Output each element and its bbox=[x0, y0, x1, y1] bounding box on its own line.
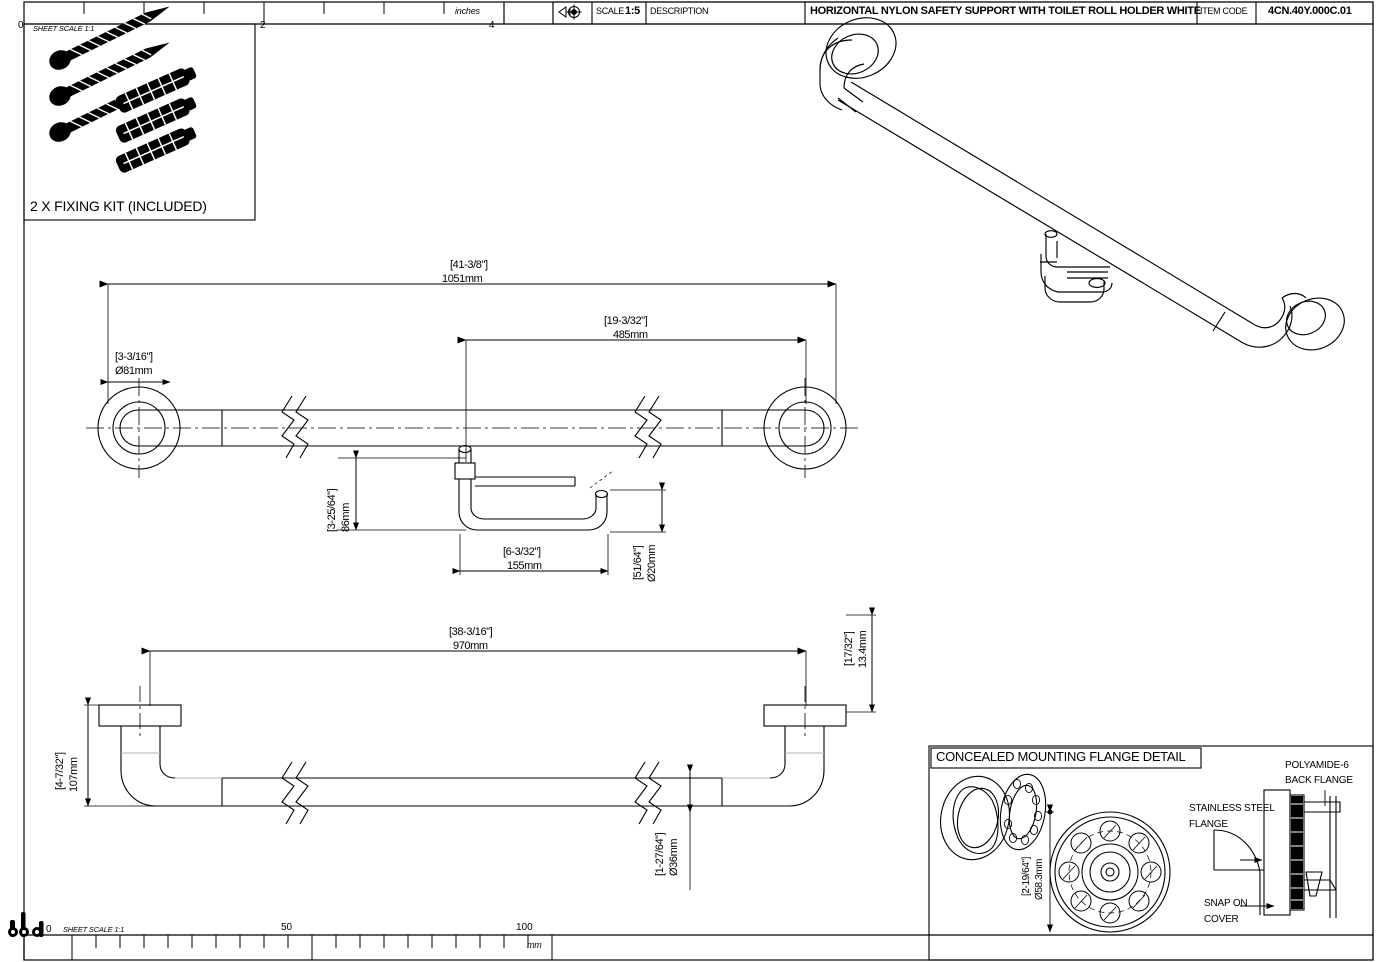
bottom-ruler-graphics bbox=[23, 934, 1373, 960]
item-code-label: ITEM CODE bbox=[1200, 6, 1248, 16]
dim-centre-to-centre-metric: 970mm bbox=[453, 640, 488, 652]
dim-holder-width-metric: 155mm bbox=[507, 560, 542, 572]
dim-tube-diameter-imperial: [1-27/64"] bbox=[654, 832, 666, 876]
isometric-view-graphics bbox=[819, 17, 1345, 351]
callout-stainless-line1: STAINLESS STEEL bbox=[1189, 803, 1275, 814]
item-code-value: 4CN.40Y.000C.01 bbox=[1268, 5, 1352, 17]
dim-overall-length-metric: 1051mm bbox=[442, 273, 483, 285]
dim-projection-metric: 107mm bbox=[68, 757, 80, 792]
top-ruler-unit: inches bbox=[455, 6, 480, 16]
callout-polyamide-line2: BACK FLANGE bbox=[1285, 775, 1353, 786]
dim-back-flange-diameter-imperial: [2-19/64"] bbox=[1021, 856, 1032, 896]
dim-holder-tube-diameter-imperial: [51/64"] bbox=[632, 545, 644, 580]
bottom-ruler-tick-100: 100 bbox=[516, 922, 533, 933]
dim-centre-to-centre-imperial: [38-3/16"] bbox=[449, 626, 493, 638]
dim-flange-thickness-metric: 13.4mm bbox=[857, 630, 869, 668]
callout-stainless-line2: FLANGE bbox=[1189, 819, 1228, 830]
callout-snap-on-line1: SNAP ON bbox=[1204, 898, 1248, 909]
front-view-graphics bbox=[84, 607, 876, 890]
dim-holder-drop-metric: 86mm bbox=[340, 503, 352, 532]
dim-back-flange-diameter-metric: Ø58.3mm bbox=[1034, 858, 1045, 900]
scale-label: SCALE bbox=[596, 6, 625, 16]
bottom-ruler-unit: mm bbox=[527, 940, 542, 950]
dim-holder-tube-diameter-metric: Ø20mm bbox=[646, 544, 658, 582]
fixing-kit-caption: 2 X FIXING KIT (INCLUDED) bbox=[30, 198, 207, 214]
top-ruler-tick-0: 0 bbox=[18, 20, 24, 31]
description-value: HORIZONTAL NYLON SAFETY SUPPORT WITH TOI… bbox=[810, 5, 1201, 17]
top-ruler-tick-4: 4 bbox=[489, 20, 495, 31]
fixing-kit-box-graphics bbox=[23, 6, 256, 221]
dim-holder-width-imperial: [6-3/32"] bbox=[503, 546, 541, 558]
dim-holder-offset-imperial: [19-3/32"] bbox=[604, 315, 648, 327]
dim-flange-diameter-metric: Ø81mm bbox=[115, 365, 153, 377]
flange-detail-title: CONCEALED MOUNTING FLANGE DETAIL bbox=[936, 749, 1186, 764]
description-label: DESCRIPTION bbox=[650, 6, 709, 16]
top-ruler-tick-2: 2 bbox=[260, 20, 266, 31]
plan-view-graphics bbox=[86, 280, 858, 575]
bottom-ruler-tick-0: 0 bbox=[46, 924, 52, 935]
scale-value: 1:5 bbox=[625, 5, 640, 17]
dim-overall-length-imperial: [41-3/8"] bbox=[450, 259, 488, 271]
dim-flange-thickness-imperial: [17/32"] bbox=[843, 631, 855, 666]
dim-holder-offset-metric: 485mm bbox=[613, 329, 648, 341]
callout-snap-on-line2: COVER bbox=[1204, 914, 1239, 925]
bottom-ruler-tick-50: 50 bbox=[281, 922, 293, 933]
callout-polyamide-line1: POLYAMIDE-6 bbox=[1285, 760, 1349, 771]
title-block-graphics bbox=[552, 1, 1374, 25]
top-sheet-scale-label: SHEET SCALE 1:1 bbox=[33, 24, 95, 33]
bottom-sheet-scale-label: SHEET SCALE 1:1 bbox=[63, 925, 125, 934]
dim-projection-imperial: [4-7/32"] bbox=[54, 752, 66, 790]
dim-flange-diameter-imperial: [3-3/16"] bbox=[115, 351, 153, 363]
dim-tube-diameter-metric: Ø36mm bbox=[668, 838, 680, 876]
dim-holder-drop-imperial: [3-25/64"] bbox=[326, 488, 338, 532]
pba-logo bbox=[8, 912, 48, 938]
flange-detail-graphics bbox=[928, 745, 1374, 961]
